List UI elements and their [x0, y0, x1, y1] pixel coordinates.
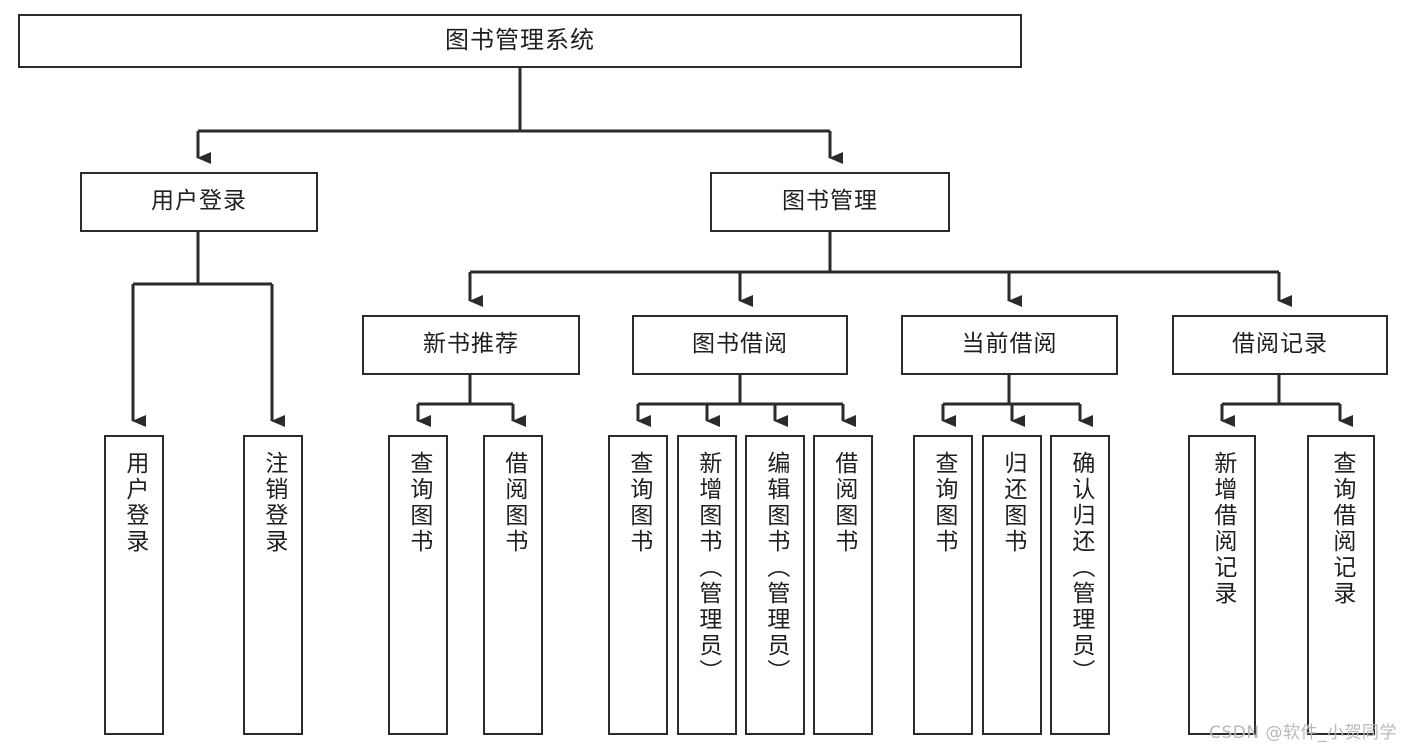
node-leaf-query-book-1[interactable]: 查询图书 — [388, 435, 448, 735]
node-label: 借阅图书 — [830, 451, 857, 555]
node-label: 查询图书 — [405, 451, 432, 555]
node-label: 用户登录 — [151, 188, 247, 215]
node-book-manage[interactable]: 图书管理 — [710, 172, 950, 232]
node-label: 查询借阅记录 — [1328, 451, 1355, 607]
node-borrow-record[interactable]: 借阅记录 — [1172, 315, 1388, 375]
node-label: 当前借阅 — [961, 331, 1058, 358]
node-leaf-user-login[interactable]: 用户登录 — [104, 435, 164, 735]
node-leaf-logout-login[interactable]: 注销登录 — [243, 435, 303, 735]
node-current-borrow[interactable]: 当前借阅 — [901, 315, 1118, 375]
node-label: 图书借阅 — [692, 331, 788, 358]
node-new-book-recommend[interactable]: 新书推荐 — [362, 315, 580, 375]
node-root-book-management-system[interactable]: 图书管理系统 — [18, 14, 1022, 68]
node-leaf-return-book[interactable]: 归还图书 — [982, 435, 1042, 735]
node-label: 图书管理系统 — [445, 26, 595, 55]
node-label: 借阅图书 — [500, 451, 527, 555]
node-label: 查询图书 — [625, 451, 652, 555]
node-leaf-add-book[interactable]: 新增图书（管理员） — [677, 435, 737, 735]
csdn-watermark: CSDN @软件_小贺同学 — [1209, 723, 1397, 743]
node-label: 编辑图书（管理员） — [762, 451, 789, 685]
node-book-borrow[interactable]: 图书借阅 — [632, 315, 848, 375]
node-leaf-confirm-return[interactable]: 确认归还（管理员） — [1050, 435, 1110, 735]
node-label: 归还图书 — [999, 451, 1026, 555]
node-leaf-borrow-book-1[interactable]: 借阅图书 — [483, 435, 543, 735]
node-label: 借阅记录 — [1232, 331, 1328, 358]
node-leaf-borrow-book-2[interactable]: 借阅图书 — [813, 435, 873, 735]
node-leaf-query-book-3[interactable]: 查询图书 — [913, 435, 973, 735]
node-leaf-edit-book[interactable]: 编辑图书（管理员） — [745, 435, 805, 735]
node-label: 新增借阅记录 — [1209, 451, 1236, 607]
node-leaf-query-record[interactable]: 查询借阅记录 — [1307, 435, 1375, 735]
node-leaf-query-book-2[interactable]: 查询图书 — [608, 435, 668, 735]
node-label: 图书管理 — [782, 188, 878, 215]
node-label: 新书推荐 — [423, 331, 519, 358]
node-label: 查询图书 — [930, 451, 957, 555]
node-leaf-add-record[interactable]: 新增借阅记录 — [1188, 435, 1256, 735]
node-label: 确认归还（管理员） — [1067, 451, 1094, 685]
node-label: 注销登录 — [260, 451, 287, 555]
node-user-login[interactable]: 用户登录 — [80, 172, 318, 232]
node-label: 新增图书（管理员） — [694, 451, 721, 685]
node-label: 用户登录 — [121, 451, 148, 555]
